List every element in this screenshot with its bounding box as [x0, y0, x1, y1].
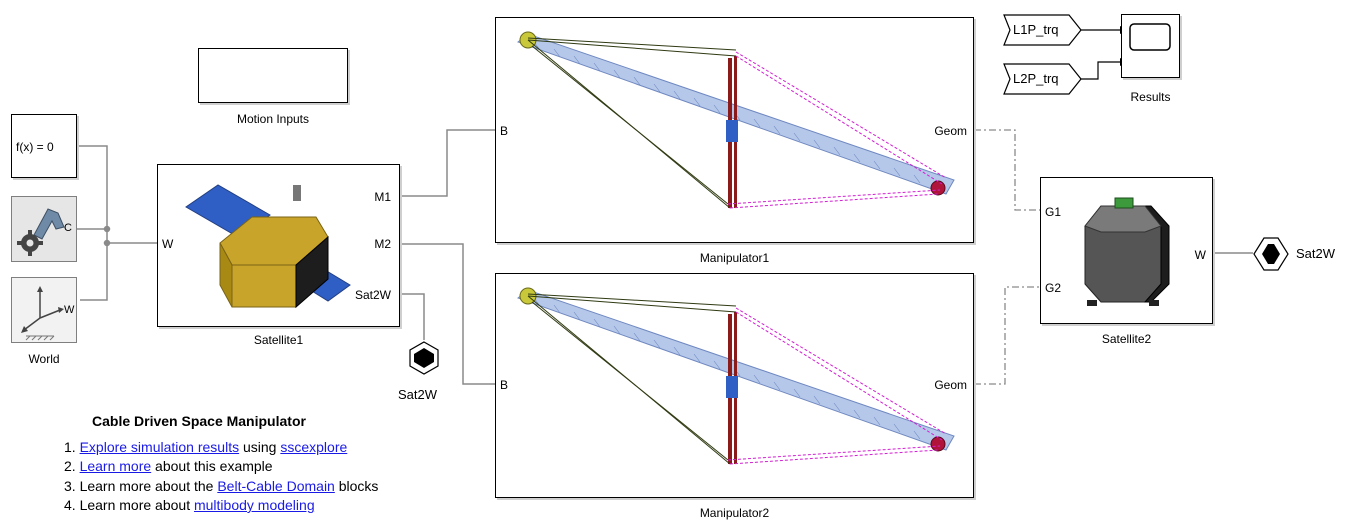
manipulator1-block[interactable]: B Geom	[495, 17, 974, 243]
wire-solver-world	[77, 145, 108, 301]
world-port-w: W	[64, 304, 75, 316]
manipulator1-port-geom: Geom	[934, 124, 967, 138]
manipulator1-label: Manipulator1	[699, 251, 770, 265]
notes-item-4: 4. Learn more about multibody modeling	[64, 497, 315, 513]
satellite2-port-g1: G1	[1045, 205, 1062, 219]
wire-geom2-g2	[974, 286, 1040, 385]
goto-sat2w-label: Sat2W	[398, 387, 438, 402]
results-label: Results	[1130, 90, 1171, 104]
motion-inputs-label: Motion Inputs	[236, 112, 310, 126]
link-belt-cable-domain[interactable]: Belt-Cable Domain	[217, 477, 335, 494]
axes-icon	[21, 286, 64, 341]
link-sscexplore[interactable]: sscexplore	[280, 438, 348, 455]
from-l2p-trq-tag[interactable]	[1003, 63, 1083, 95]
wire-sat2w	[400, 293, 425, 340]
manipulator2-label: Manipulator2	[699, 506, 770, 520]
manipulator2-port-geom: Geom	[934, 378, 967, 392]
results-scope-block[interactable]	[1121, 14, 1180, 78]
wire-m1-manip1	[400, 129, 495, 197]
mech-port-c: C	[64, 222, 72, 234]
world-frame-block[interactable]: W	[11, 277, 77, 343]
manipulator2-block[interactable]: B Geom	[495, 273, 974, 498]
notes-item-1: 1. Explore simulation results using ssce…	[64, 438, 348, 455]
manipulator1-image	[516, 31, 955, 209]
link-learn-more[interactable]: Learn more	[79, 458, 152, 474]
from-sat2w-icon[interactable]	[1252, 236, 1290, 272]
from-l2p-trq-label: L2P_trq	[1013, 71, 1059, 86]
satellite1-port-m2: M2	[374, 237, 391, 251]
satellite2-port-g2: G2	[1045, 281, 1062, 295]
satellite1-port-sat2w: Sat2W	[354, 288, 391, 302]
solver-configuration-block[interactable]: f(x) = 0	[11, 114, 77, 178]
solver-text: f(x) = 0	[16, 140, 54, 154]
link-multibody-modeling[interactable]: multibody modeling	[193, 497, 315, 513]
scope-icon	[1129, 23, 1171, 51]
example-notes: Cable Driven Space Manipulator 1. Explor…	[64, 412, 378, 516]
wire-l2-results	[1081, 61, 1120, 80]
satellite2-image	[1084, 197, 1170, 306]
satellite1-label: Satellite1	[253, 333, 304, 347]
manipulator2-port-b: B	[500, 378, 509, 392]
notes-title: Cable Driven Space Manipulator	[92, 413, 306, 429]
satellite1-port-w: W	[162, 237, 174, 251]
wire-geom1-g1	[974, 129, 1040, 211]
notes-item-2: 2. Learn more about this example	[64, 458, 273, 474]
satellite1-port-m1: M1	[374, 190, 391, 204]
manipulator2-image	[516, 287, 955, 465]
goto-sat2w-icon[interactable]	[406, 340, 442, 376]
satellite1-block[interactable]: W M1 M2 Sat2W	[157, 164, 400, 327]
from-sat2w-label: Sat2W	[1296, 246, 1336, 261]
gear-arm-icon	[17, 208, 65, 256]
wire-m2-manip2	[400, 243, 495, 385]
satellite2-port-w: W	[1194, 248, 1206, 262]
satellite2-block[interactable]: G1 G2 W	[1040, 177, 1213, 324]
from-l1p-trq-tag[interactable]	[1003, 14, 1083, 46]
world-label: World	[28, 352, 60, 366]
satellite1-image	[185, 184, 351, 309]
from-l1p-trq-label: L1P_trq	[1013, 22, 1059, 37]
manipulator1-port-b: B	[500, 124, 509, 138]
link-explore-results[interactable]: Explore simulation results	[79, 438, 240, 455]
motion-inputs-block[interactable]	[198, 48, 348, 103]
mechanism-configuration-block[interactable]: C	[11, 196, 77, 262]
satellite2-label: Satellite2	[1101, 332, 1152, 346]
notes-item-3: 3. Learn more about the Belt-Cable Domai…	[64, 477, 379, 494]
